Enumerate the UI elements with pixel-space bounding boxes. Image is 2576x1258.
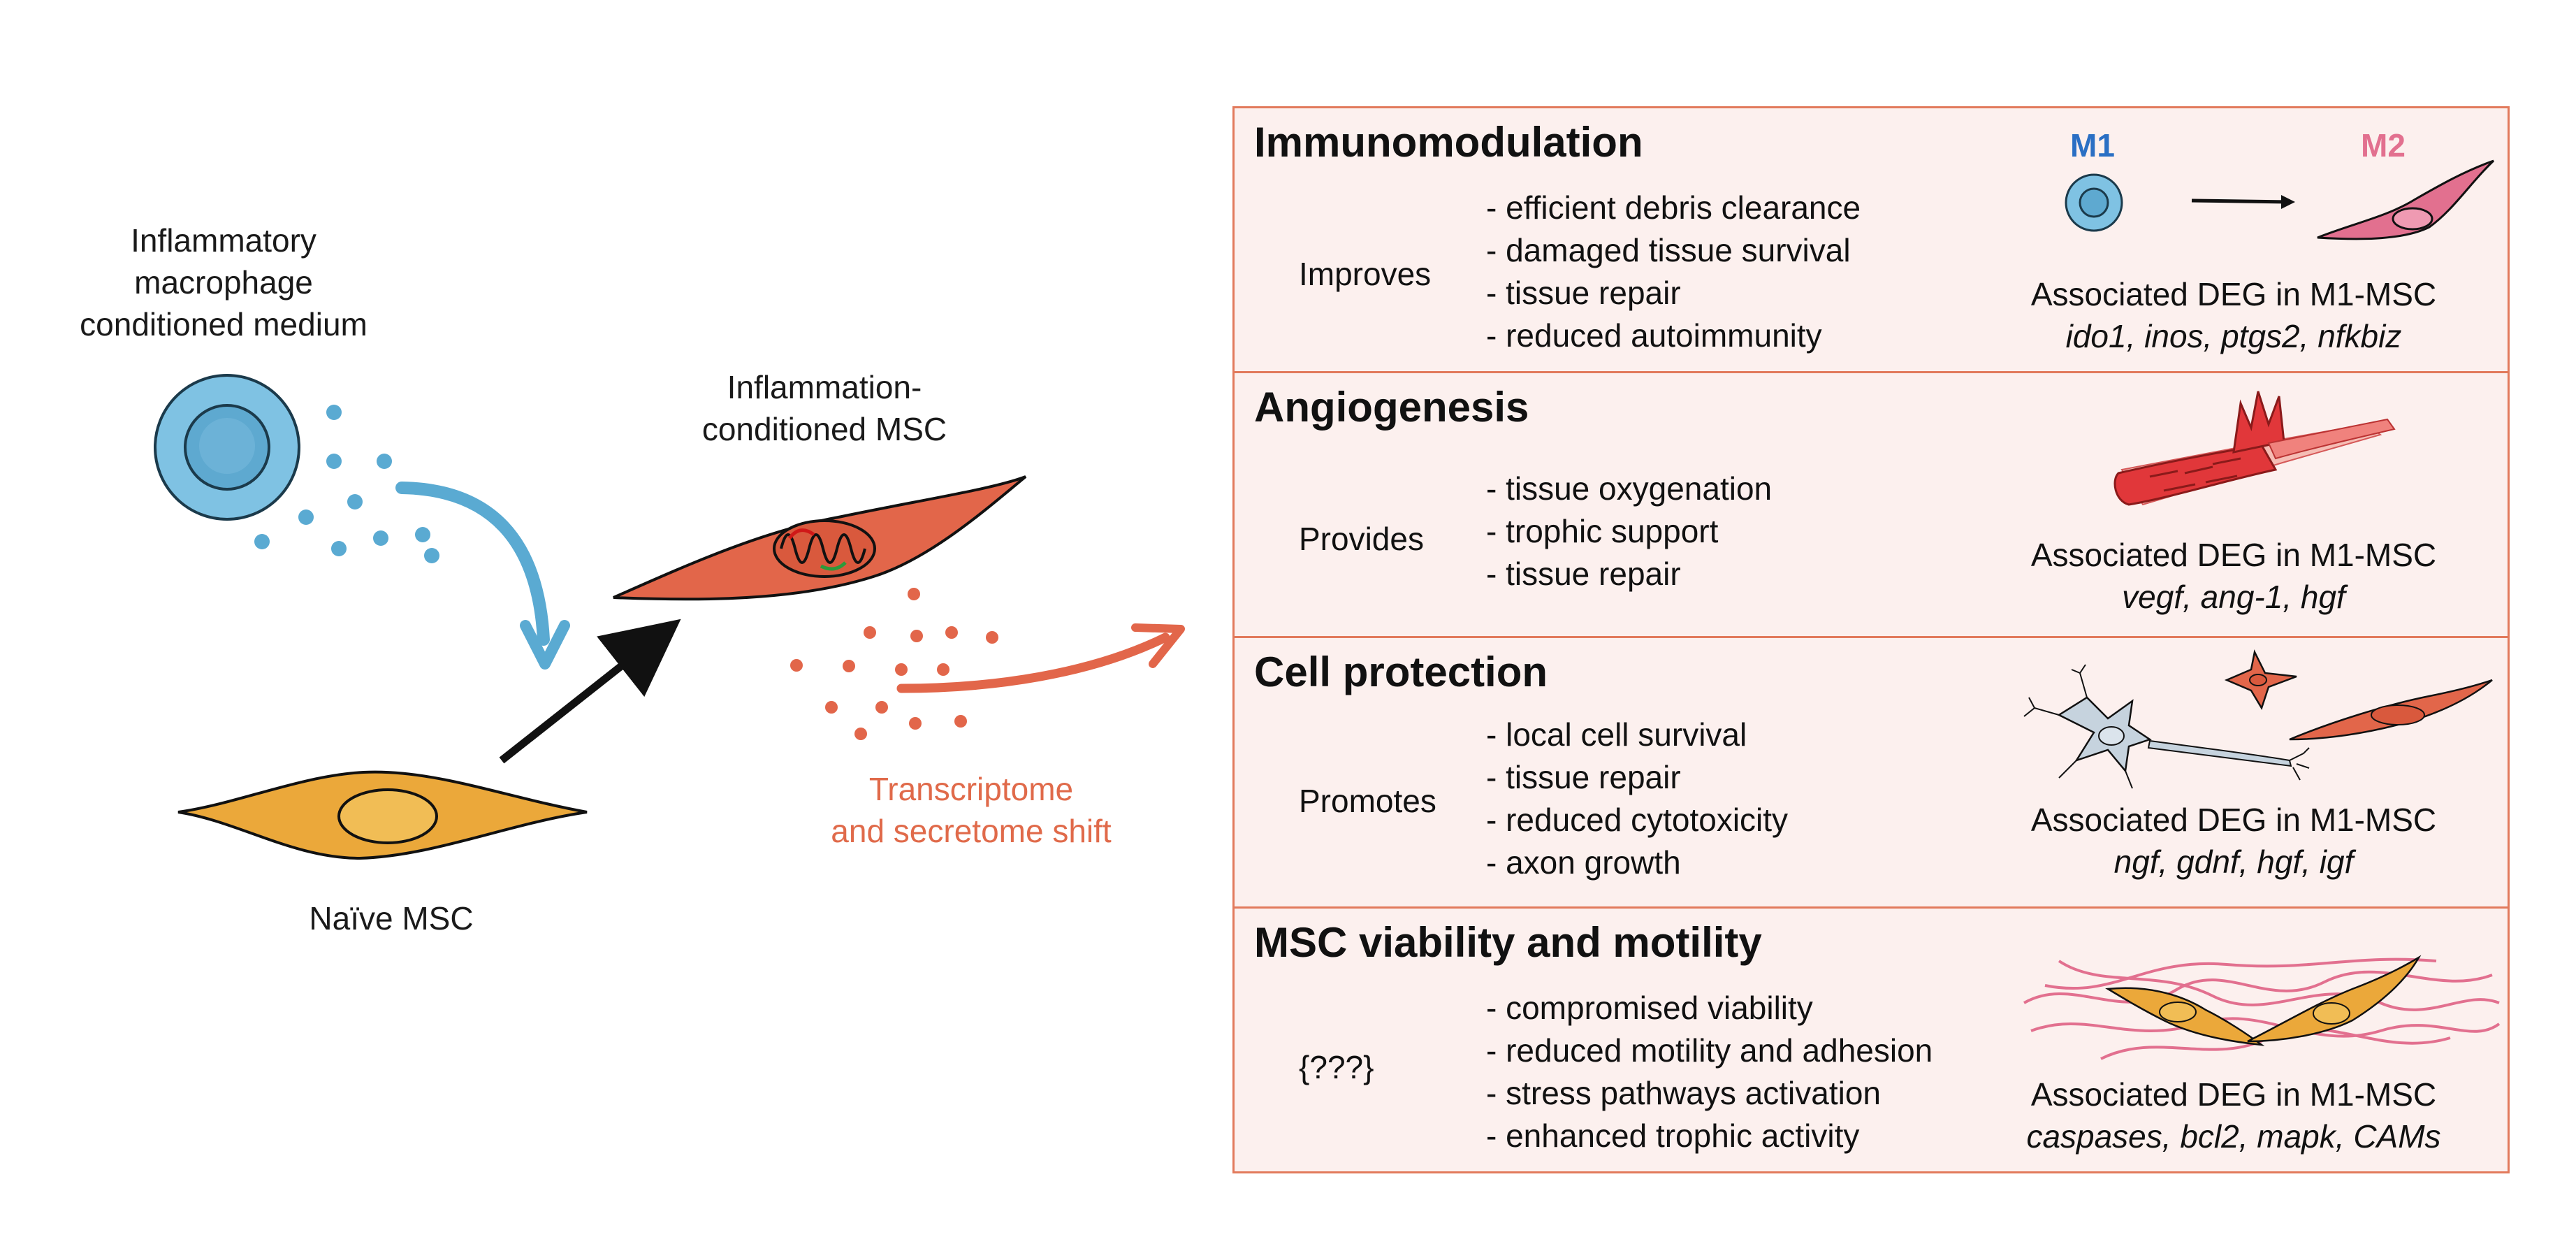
deg-heading: Associated DEG in M1-MSC: [2030, 276, 2437, 312]
deg-block: Associated DEG in M1-MSC ngf, gdnf, hgf,…: [1975, 799, 2492, 883]
panel-msc-viability: MSC viability and motility {???} - compr…: [1232, 906, 2510, 1173]
list-item: - tissue repair: [1486, 556, 1681, 592]
list-item: - reduced cytotoxicity: [1486, 802, 1789, 838]
conditioned-msc-cell-icon: [613, 475, 1027, 601]
panel-title: Immunomodulation: [1254, 119, 1643, 166]
macrophage-medium-label: Inflammatory macrophage conditioned medi…: [80, 222, 368, 342]
list-item: - tissue repair: [1486, 759, 1681, 795]
msc-on-matrix-icon: [2023, 955, 2501, 1060]
panel-verb: Promotes: [1299, 783, 1436, 819]
list-item: - trophic support: [1486, 513, 1719, 549]
deg-heading: Associated DEG in M1-MSC: [2030, 537, 2437, 573]
deg-genes: vegf, ang-1, hgf: [2122, 579, 2345, 615]
protected-cell-icon: [2224, 649, 2297, 710]
transcriptome-shift-label: Transcriptome and secretome shift: [831, 771, 1112, 849]
benefit-list: - local cell survival - tissue repair - …: [1486, 714, 1788, 884]
panel-verb: Provides: [1299, 521, 1424, 557]
polarization-arrow: [2191, 195, 2295, 209]
deg-block: Associated DEG in M1-MSC ido1, inos, ptg…: [1975, 273, 2492, 357]
panel-verb: {???}: [1299, 1049, 1374, 1085]
secretome-dots: [790, 588, 998, 740]
macrophage-polarization-icon: [2065, 159, 2495, 240]
neuron-icon: [2023, 664, 2310, 789]
deg-heading: Associated DEG in M1-MSC: [2030, 1076, 2437, 1113]
panel-angiogenesis: Angiogenesis Provides - tissue oxygenati…: [1232, 371, 2510, 638]
secretion-arrow: [896, 623, 1185, 693]
msc-cell-icon: [2289, 679, 2493, 741]
list-item: - axon growth: [1486, 844, 1681, 881]
secreted-factor-dots: [254, 405, 439, 563]
deg-heading: Associated DEG in M1-MSC: [2030, 802, 2437, 838]
msc-cell-icon: [2247, 955, 2422, 1043]
list-item: - enhanced trophic activity: [1486, 1118, 1860, 1154]
benefit-list: - tissue oxygenation - trophic support -…: [1486, 468, 1772, 595]
list-item: - stress pathways activation: [1486, 1075, 1882, 1111]
panel-cell-protection: Cell protection Promotes - local cell su…: [1232, 636, 2510, 909]
deg-genes: caspases, bcl2, mapk, CAMs: [2026, 1118, 2441, 1155]
m2-label: M2: [2361, 127, 2406, 164]
blood-vessel-icon: [2113, 391, 2396, 506]
benefit-list: - efficient debris clearance - damaged t…: [1486, 187, 1861, 357]
list-item: - damaged tissue survival: [1486, 232, 1851, 268]
naive-msc-cell-icon: [177, 770, 588, 860]
m1-macrophage-icon: [2065, 173, 2123, 232]
deg-genes: ngf, gdnf, hgf, igf: [2113, 844, 2354, 880]
list-item: - local cell survival: [1486, 716, 1747, 753]
panel-title: MSC viability and motility: [1254, 919, 1762, 966]
deg-block: Associated DEG in M1-MSC caspases, bcl2,…: [1975, 1073, 2492, 1157]
list-item: - reduced motility and adhesion: [1486, 1032, 1933, 1069]
conditioned-msc-label: Inflammation- conditioned MSC: [701, 369, 947, 447]
panel-title: Cell protection: [1254, 649, 1548, 695]
list-item: - tissue repair: [1486, 275, 1681, 311]
deg-genes: ido1, inos, ptgs2, nfkbiz: [2065, 318, 2402, 354]
deg-block: Associated DEG in M1-MSC vegf, ang-1, hg…: [1975, 534, 2492, 618]
benefit-list: - compromised viability - reduced motili…: [1486, 987, 1933, 1157]
panel-title: Angiogenesis: [1254, 384, 1529, 431]
naive-msc-label: Naïve MSC: [309, 900, 474, 937]
list-item: - tissue oxygenation: [1486, 470, 1773, 507]
m2-macrophage-icon: [2317, 159, 2495, 240]
list-item: - compromised viability: [1486, 990, 1813, 1026]
neuron-and-cells-icon: [2023, 649, 2493, 789]
list-item: - reduced autoimmunity: [1486, 317, 1822, 354]
msc-cell-icon: [2105, 987, 2265, 1046]
conditioning-arrow: [395, 482, 570, 670]
list-item: - efficient debris clearance: [1486, 189, 1861, 226]
panel-immunomodulation: Immunomodulation Improves - efficient de…: [1232, 106, 2510, 373]
m1-label: M1: [2070, 127, 2115, 164]
activation-arrow: [499, 619, 681, 764]
macrophage-cell-icon: [154, 374, 300, 521]
panel-verb: Improves: [1299, 256, 1432, 292]
